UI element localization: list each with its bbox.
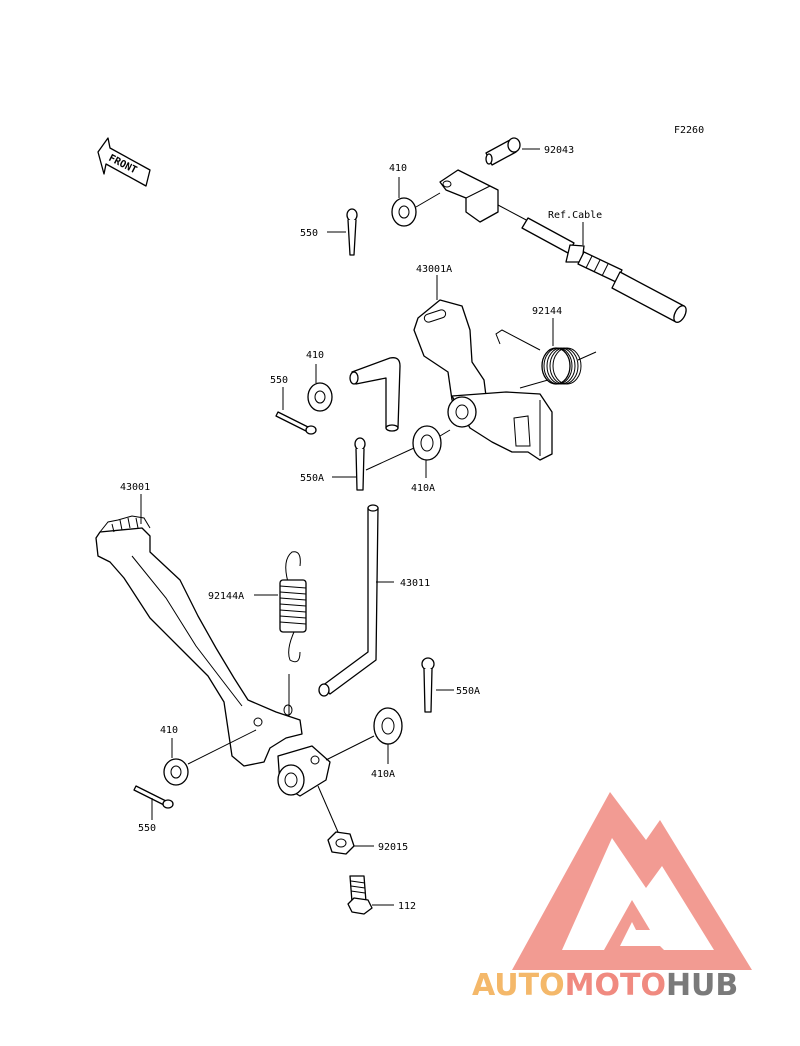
torsion-spring-92144 xyxy=(495,329,597,389)
label-550A-low: 550A xyxy=(456,686,480,697)
clevis-pin-92043 xyxy=(485,137,521,166)
bent-rod xyxy=(349,357,401,432)
label-410-mid: 410 xyxy=(306,350,324,361)
label-ref-cable: Ref.Cable xyxy=(548,210,602,221)
washer-410A-mid xyxy=(412,425,442,461)
label-550-low: 550 xyxy=(138,823,156,834)
washer-410-top xyxy=(391,197,417,227)
washer-410-mid xyxy=(307,382,333,412)
cotter-pin-550A-mid xyxy=(354,437,366,491)
label-550-mid: 550 xyxy=(270,375,288,386)
nut-92015 xyxy=(327,831,355,855)
label-43001: 43001 xyxy=(120,482,150,493)
label-410-top: 410 xyxy=(389,163,407,174)
label-550A-mid: 550A xyxy=(300,473,324,484)
watermark-text: AUTOMOTOHUB xyxy=(472,968,738,1003)
extension-spring-92144A xyxy=(279,551,307,663)
washer-410A-low xyxy=(373,707,403,745)
label-410A-low: 410A xyxy=(371,769,395,780)
label-92015: 92015 xyxy=(378,842,408,853)
label-410-low: 410 xyxy=(160,725,178,736)
figure-code: F2260 xyxy=(674,125,704,136)
brake-rod-43011 xyxy=(318,504,379,697)
washer-410-low xyxy=(163,758,189,786)
cotter-pin-550-mid xyxy=(275,411,317,435)
label-92043: 92043 xyxy=(544,145,574,156)
label-410A-mid: 410A xyxy=(411,483,435,494)
brake-arm-43001A xyxy=(413,299,553,461)
cotter-pin-550-top xyxy=(346,208,358,256)
cable-end-bracket xyxy=(439,169,499,223)
brake-cable xyxy=(497,204,687,323)
watermark-logo-icon xyxy=(512,792,752,970)
label-112: 112 xyxy=(398,901,416,912)
label-550-top: 550 xyxy=(300,228,318,239)
label-43001A: 43001A xyxy=(416,264,452,275)
brake-pedal-43001 xyxy=(95,515,331,797)
label-92144A: 92144A xyxy=(208,591,244,602)
front-arrow-icon: FRONT xyxy=(97,137,151,187)
label-92144: 92144 xyxy=(532,306,562,317)
bolt-112 xyxy=(347,875,373,915)
cotter-pin-550-low xyxy=(133,785,174,809)
cotter-pin-550A-low xyxy=(421,657,435,713)
label-43011: 43011 xyxy=(400,578,430,589)
